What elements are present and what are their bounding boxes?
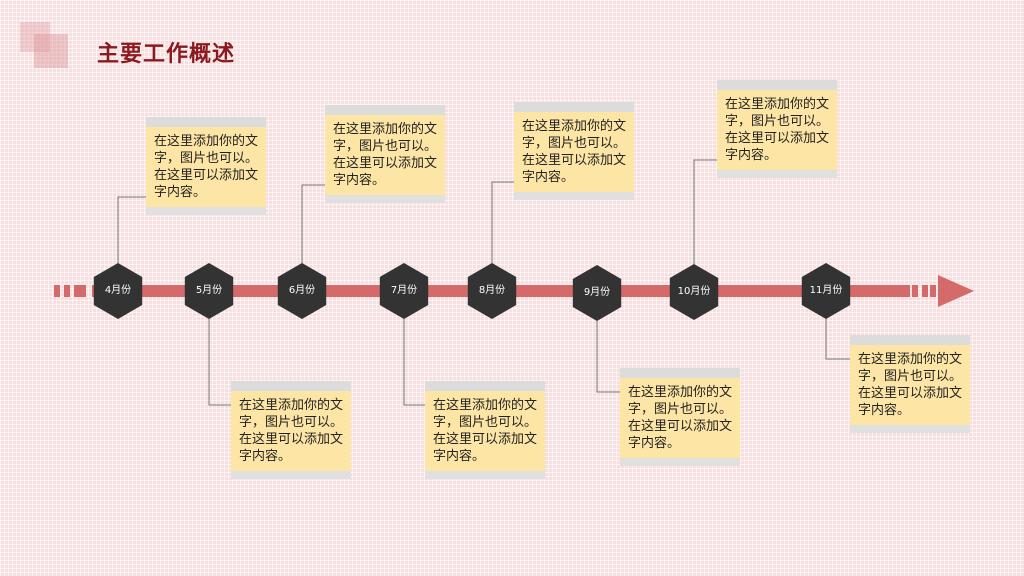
arrow-head: [938, 275, 974, 307]
milestone-hexagon: [93, 263, 143, 319]
milestone-hexagon: [801, 263, 851, 319]
milestone-note: 在这里添加你的文字，图片也可以。在这里可以添加文字内容。: [620, 368, 740, 466]
decorative-square: [34, 34, 68, 68]
page-title: 主要工作概述: [97, 42, 236, 67]
milestone-hexagon: [184, 263, 234, 319]
arrow-tail-dash: [74, 285, 86, 297]
connector-line: [208, 291, 231, 406]
connector-line: [693, 159, 717, 292]
milestone-note: 在这里添加你的文字，图片也可以。在这里可以添加文字内容。: [231, 381, 351, 479]
milestone-note: 在这里添加你的文字，图片也可以。在这里可以添加文字内容。: [325, 105, 445, 203]
milestone-note: 在这里添加你的文字，图片也可以。在这里可以添加文字内容。: [514, 102, 634, 200]
connector-line: [117, 196, 146, 291]
milestone-label: 9月份: [583, 287, 611, 298]
decorative-square: [20, 22, 50, 52]
milestone-label: 5月份: [195, 285, 223, 296]
milestone-hexagon: [467, 263, 517, 319]
arrow-tail-dash: [64, 285, 70, 297]
connector-line: [596, 293, 620, 393]
arrow-tail-dash: [54, 285, 60, 297]
connector-line: [301, 184, 325, 291]
connector-line: [403, 291, 425, 406]
milestone-hexagon: [277, 263, 327, 319]
arrow-head-dash: [922, 285, 928, 297]
milestone-note: 在这里添加你的文字，图片也可以。在这里可以添加文字内容。: [425, 381, 545, 479]
arrow-head-dash: [930, 285, 936, 297]
milestone-note: 在这里添加你的文字，图片也可以。在这里可以添加文字内容。: [850, 335, 970, 433]
milestone-label: 4月份: [104, 285, 132, 296]
milestone-hexagon: [379, 263, 429, 319]
milestone-label: 8月份: [478, 285, 506, 296]
milestone-note: 在这里添加你的文字，图片也可以。在这里可以添加文字内容。: [146, 117, 266, 215]
milestone-label: 7月份: [390, 285, 418, 296]
arrow-head-dash: [912, 285, 918, 297]
milestone-label: 6月份: [288, 285, 316, 296]
milestone-hexagon: [669, 264, 719, 320]
milestone-hexagon: [572, 265, 622, 321]
milestone-label: 10月份: [677, 286, 711, 297]
milestone-note: 在这里添加你的文字，图片也可以。在这里可以添加文字内容。: [717, 80, 837, 178]
connector-line: [491, 181, 514, 291]
milestone-label: 11月份: [809, 285, 843, 296]
